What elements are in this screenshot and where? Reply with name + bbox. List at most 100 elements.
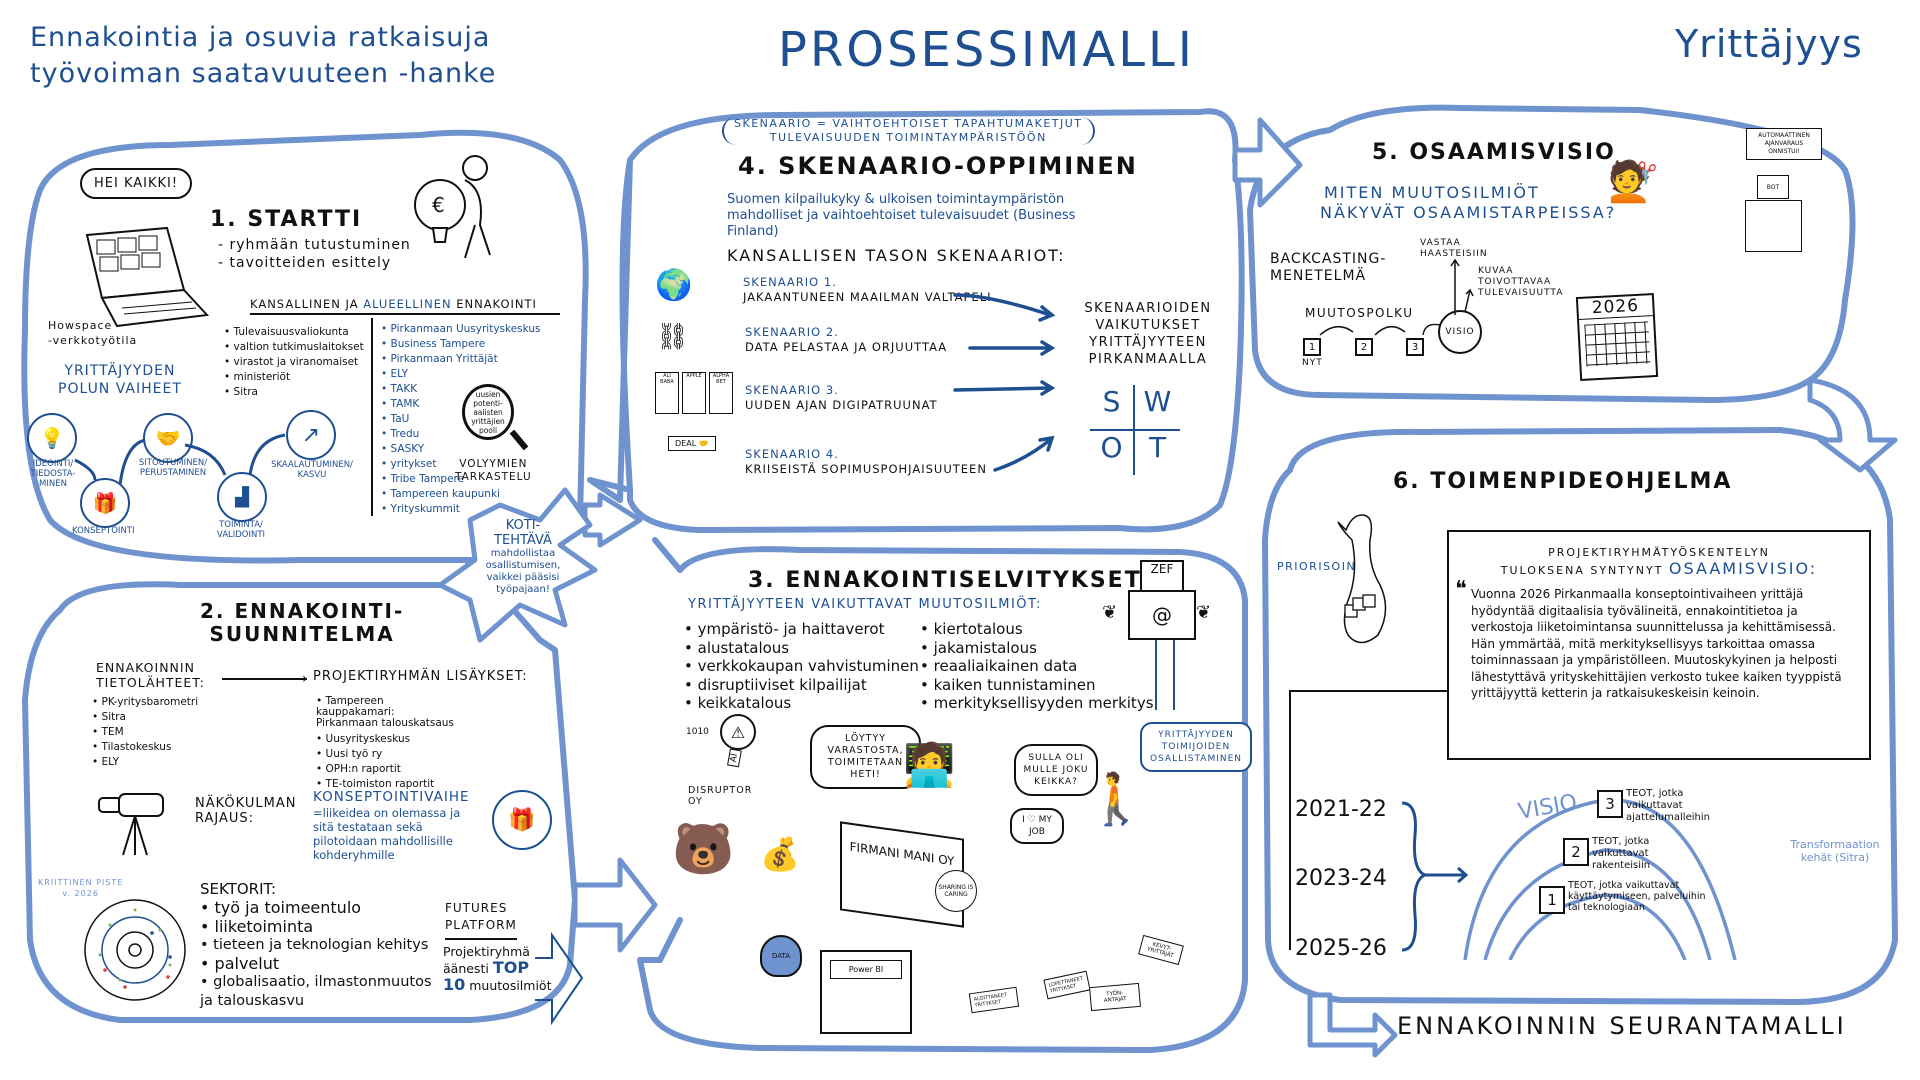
ring-number-3: 3 (1597, 790, 1623, 818)
forecast-source-item: ELY (92, 755, 198, 770)
sectors-title: SEKTORIT: (200, 880, 277, 898)
project-additions-title: PROJEKTIRYHMÄN LISÄYKSET: (313, 669, 528, 684)
ball-and-chain-icon: ⛓ (656, 322, 690, 352)
step5-question-line1: MITEN MUUTOSILMIÖT (1324, 183, 1540, 202)
project-additions-list: Tampereen kauppakamari: Pirkanmaan talou… (316, 696, 456, 792)
regional-forecast-item: TAMK (381, 397, 541, 412)
scenario-name: UUDEN AJAN DIGIPATRUUNAT (745, 398, 938, 412)
forward-arrow-icon (535, 931, 584, 1026)
regional-forecast-list: Pirkanmaan Uusyrityskeskus Business Tamp… (381, 322, 541, 517)
arrow-2-to-3 (572, 857, 658, 953)
project-addition-item: OPH:n raportit (316, 762, 456, 777)
viewpoint-label-line2: RAJAUS: (195, 811, 255, 826)
top10-highlight: TOP 10 (443, 958, 530, 994)
sector-item: liiketoiminta (200, 917, 440, 937)
step2-title-line1: 2. ENNAKOINTI- (200, 599, 405, 623)
describes-future-label: KUVAA TOIVOTTAVAA TULEVAISUUTTA (1478, 266, 1564, 298)
scenario-label: SKENAARIO 3. (745, 383, 839, 397)
forecast-heading: KANSALLINEN JA ALUEELLINEN ENNAKOINTI (250, 297, 560, 315)
regional-forecast-item: Tampereen kaupunki (381, 487, 541, 502)
step5-question-line2: NÄKYVÄT OSAAMISTARPEISSA? (1320, 203, 1617, 222)
step4-title: 4. SKENAARIO-OPPIMINEN (738, 152, 1138, 180)
sources-arrow-head: › (302, 671, 308, 687)
deal-label: DEAL (675, 439, 697, 448)
period-2021-22: 2021-22 (1295, 797, 1387, 822)
output-card: TYÖN-ANTAJAT (1089, 982, 1141, 1012)
cabinet-icon (1745, 200, 1802, 252)
vote-text: Projektiryhmä äänesti (443, 944, 530, 976)
change-phenomena-col1: ympäristö- ja haittaverot alustatalous v… (684, 620, 919, 713)
change-path-step: 3 (1406, 338, 1424, 356)
barber-and-customer-icon: 💇 (1608, 159, 1658, 205)
change-phenomenon-item: kiertotalous (920, 620, 1154, 639)
concept-phase-title: KONSEPTOINTIVAIHE (313, 789, 470, 805)
speech-bubble-warehouse: LÖYTYY VARASTOSTA, TOIMITETAAN HETI! (810, 725, 921, 789)
gift-icon: 🎁 (80, 478, 130, 528)
svg-text:€: € (432, 193, 445, 217)
frame-step5 (1247, 104, 1856, 403)
path-step-conceptualization: KONSEPTOINTI (72, 526, 135, 536)
powerbi-label: Power BI (830, 960, 902, 979)
forecast-heading-regional: ALUEELLINEN (363, 297, 452, 311)
scenario-definition: SKENAARIO = VAIHTOEHTOISET TAPAHTUMAKETJ… (722, 117, 1095, 145)
change-path-step: 1 (1303, 338, 1321, 356)
swot-strengths: S (1090, 385, 1135, 431)
swot-opportunities: O (1090, 431, 1135, 475)
viewpoint-label-line1: NÄKÖKULMAN (195, 796, 297, 811)
page-title: PROSESSIMALLI (778, 22, 1195, 78)
homework-title-line2: TEHTÄVÄ (494, 533, 552, 548)
vision-box-heading-text: TULOKSENA SYNTYNYT (1500, 564, 1664, 577)
deal-handshake-icon: DEAL 🤝 (668, 436, 716, 451)
forecast-heading-national: KANSALLINEN JA (250, 297, 359, 311)
prioritization-label: PRIORISOINTI (1277, 560, 1370, 573)
vote-text-end: muutosilmiöt (469, 978, 552, 993)
binary-text: 1010 (686, 727, 709, 737)
speech-bubble-hello: HEI KAIKKI! (80, 168, 193, 199)
vision-quote: ❝ Vuonna 2026 Pirkanmaalla konseptointiv… (1455, 579, 1855, 702)
path-connectors (74, 433, 286, 486)
path-step-scaling: SKAALAUTUMINEN/ KASVU (271, 460, 353, 480)
regional-forecast-item: Pirkanmaan Uusyrityskeskus (381, 322, 541, 337)
magnifier-caption-line2: TARKASTELU (455, 471, 532, 483)
participation-bubble: YRITTÄJYYDEN TOIMIJOIDEN OSALLISTAMINEN (1140, 722, 1252, 772)
change-phenomenon-item: reaaliaikainen data (920, 657, 1154, 676)
step6-title: 6. TOIMENPIDEOHJELMA (1393, 469, 1733, 494)
vision-box-heading-line1: PROJEKTIRYHMÄTYÖSKENTELYN (1548, 546, 1770, 559)
forecast-sources-title-line2: TIETOLÄHTEET: (96, 675, 205, 690)
backcasting-method-line1: BACKCASTING- (1270, 251, 1387, 267)
regional-forecast-item: ELY (381, 367, 541, 382)
timeline-axis (1289, 690, 1291, 950)
step1-bullets: - ryhmään tutustuminen - tavoitteiden es… (218, 236, 411, 272)
path-step-validation: TOIMINTA/ VALIDOINTI (216, 520, 266, 540)
backcasting-method-line2: MENETELMÄ (1270, 268, 1367, 284)
regional-forecast-item: Tribe Tampere (381, 472, 541, 487)
ring-text-1: TEOT, jotka vaikuttavat käyttäytymiseen,… (1568, 880, 1706, 913)
frame-step3 (637, 546, 1248, 1053)
change-path-step: 2 (1355, 338, 1373, 356)
calendar-grid (1584, 321, 1651, 367)
backcasting-arrows (1319, 258, 1474, 336)
frame-step6 (1262, 427, 1898, 1005)
walking-person-icon: 🚶 (1085, 770, 1148, 828)
vision-ball: VISIO (1438, 310, 1482, 354)
powerbi-machine-icon: Power BI (820, 950, 912, 1034)
laptop-caption-line1: Howspace (48, 319, 113, 332)
calendar-icon: 2026 (1575, 293, 1659, 381)
rings-caption: Transformaation kehät (Sitra) (1790, 838, 1880, 864)
arrow-4-to-5 (1232, 117, 1303, 208)
scenario-3: SKENAARIO 3. UUDEN AJAN DIGIPATRUUNAT (745, 383, 938, 413)
warning-icon: ⚠ (720, 714, 756, 750)
step5-question: MITEN MUUTOSILMIÖT NÄKYVÄT OSAAMISTARPEI… (1320, 183, 1616, 223)
step2-title-line2: SUUNNITELMA (209, 622, 395, 646)
laptop-caption-line2: -verkkotyötila (48, 334, 138, 347)
concept-phase-text: =liikeidea on olemassa ja sitä testataan… (313, 806, 461, 862)
bot-speech-bubble: AUTOMAATTINEN AJANVARAUS ONNISTUI! (1746, 128, 1822, 160)
calendar-year: 2026 (1577, 295, 1653, 320)
arrow-6-to-footer (1307, 992, 1398, 1058)
vision-box-heading-line2: TULOKSENA SYNTYNYT OSAAMISVISIO: (1449, 559, 1869, 578)
national-forecast-item: Sitra (224, 385, 364, 400)
regional-forecast-item: Yrityskummit (381, 502, 541, 517)
globe-sword-icon: 🌍 (655, 268, 693, 303)
homework-title-line1: KOTI- (505, 518, 541, 533)
